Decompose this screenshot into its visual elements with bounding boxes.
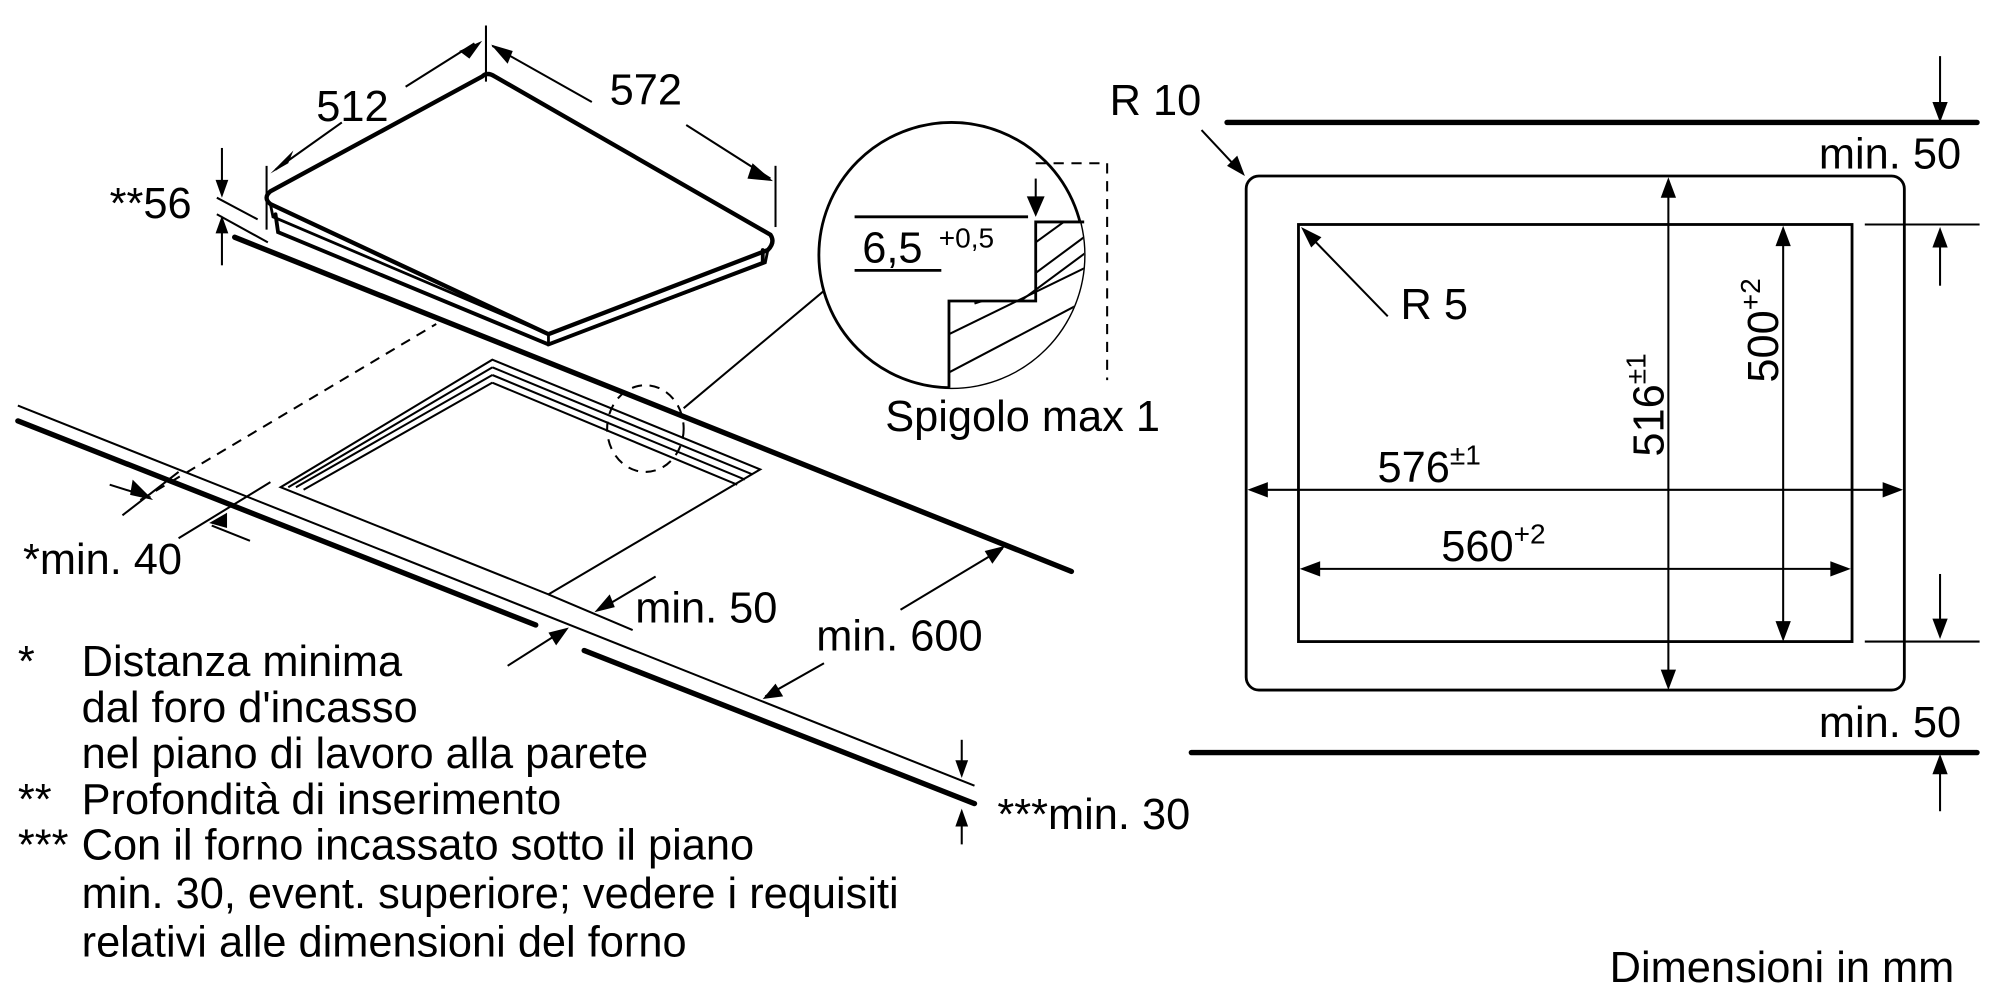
detail-callout xyxy=(606,384,685,473)
inner-depth-value: 500 xyxy=(1740,310,1788,382)
worktop-back-edge xyxy=(232,234,1075,575)
cutout-opening xyxy=(278,358,763,596)
dim-worktop-depth-label: min. 600 xyxy=(816,613,982,661)
outer-radius-label: R 10 xyxy=(1110,77,1202,125)
edge-detail: 6,5 +0,5 Spigolo max 1 xyxy=(817,121,1160,441)
note-3-line-1: Con il forno incassato sotto il piano xyxy=(82,822,754,870)
note-2-line-1: Profondità di inserimento xyxy=(82,776,562,824)
dim-hob-depth-label: 512 xyxy=(316,83,388,131)
dim-wall-distance: *min. 40 xyxy=(23,471,271,584)
dim-worktop-thickness: ***min. 30 xyxy=(955,739,1190,845)
note-1-line-2: dal foro d'incasso xyxy=(82,684,418,732)
note-1-line-3: nel piano di lavoro alla parete xyxy=(82,730,648,778)
dim-front-clearance-label: min. 50 xyxy=(635,584,777,632)
worktop-front-edge-left xyxy=(15,418,539,628)
note-3-line-3: relativi alle dimensioni del forno xyxy=(82,919,687,967)
dim-front-clearance: min. 50 xyxy=(507,575,777,667)
outer-width-value: 576 xyxy=(1378,444,1450,492)
dim-hob-width-label: 572 xyxy=(610,67,682,115)
inner-depth-label: 500+2 xyxy=(1735,278,1788,382)
outer-width-label: 576±1 xyxy=(1378,439,1481,492)
note-1-marker: * xyxy=(18,638,35,686)
outer-depth-label: 516±1 xyxy=(1620,353,1673,456)
dim-wall-distance-label: *min. 40 xyxy=(23,536,182,584)
dim-hob-width: 572 xyxy=(491,44,777,228)
bottom-margin-label: min. 50 xyxy=(1819,699,1961,747)
outer-cutout xyxy=(1244,174,1906,692)
note-2-marker: ** xyxy=(18,776,52,824)
units-label: Dimensioni in mm xyxy=(1610,944,1955,992)
hob-body-edge xyxy=(273,212,765,347)
inner-width-tolerance: +2 xyxy=(1514,518,1546,549)
note-3-line-2: min. 30, event. superiore; vedere i requ… xyxy=(82,870,899,918)
note-3-marker: *** xyxy=(18,822,69,870)
note-1-line-1: Distanza minima xyxy=(82,638,403,686)
detail-caption: Spigolo max 1 xyxy=(885,393,1160,441)
dim-hob-depth: 512 xyxy=(265,25,487,230)
edge-tolerance-label: +0,5 xyxy=(939,222,994,253)
dim-worktop-thickness-label: ***min. 30 xyxy=(997,791,1190,839)
worktop-drawing xyxy=(15,234,1075,807)
worktop-front-top-edge xyxy=(17,404,975,787)
inner-radius-label: R 5 xyxy=(1401,281,1468,329)
dim-insertion-depth-label: **56 xyxy=(110,180,192,228)
footnotes: * Distanza minima dal foro d'incasso nel… xyxy=(18,638,899,967)
inner-depth-tolerance: +2 xyxy=(1735,278,1766,310)
inner-width-value: 560 xyxy=(1441,523,1513,571)
hob-glass-edge xyxy=(269,203,770,347)
cutout-plan: R 10 R 5 576±1 560+2 516±1 500+2 xyxy=(1110,56,1980,812)
dim-insertion-depth: **56 xyxy=(110,147,269,266)
top-margin-label: min. 50 xyxy=(1819,130,1961,178)
inner-cutout xyxy=(1297,223,1854,643)
wall-projection xyxy=(139,323,437,501)
inner-width-label: 560+2 xyxy=(1441,518,1545,571)
outer-width-tolerance: ±1 xyxy=(1450,439,1481,470)
dim-worktop-depth: min. 600 xyxy=(762,545,1006,699)
worktop-front-edge-right xyxy=(581,647,978,807)
outer-depth-value: 516 xyxy=(1625,384,1673,456)
outer-depth-tolerance: ±1 xyxy=(1620,353,1651,384)
edge-height-label: 6,5 xyxy=(862,225,922,273)
